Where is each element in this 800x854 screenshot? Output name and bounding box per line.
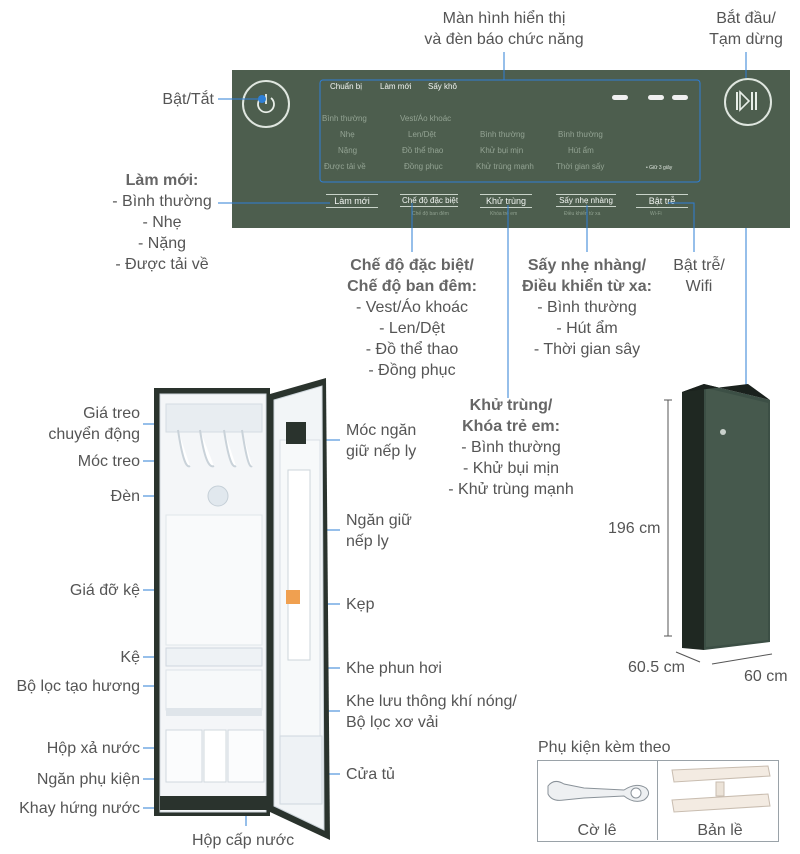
hinge-icon [671, 765, 771, 813]
panel-option: Khử trùng mạnh [476, 162, 534, 171]
accessories-divider [657, 760, 658, 840]
wrench-icon [547, 780, 650, 802]
panel-option: Đồ thể thao [402, 146, 444, 155]
wifi-callout: Bật trễ/Wifi [673, 257, 725, 295]
sanitize-callout: Khử trùng/ Khóa trẻ em: - Bình thường - … [448, 397, 574, 498]
panel-option: Nặng [338, 146, 358, 155]
power-label: Bật/Tắt [162, 91, 214, 108]
aroma-filter-label: Bộ lọc tạo hương [16, 678, 141, 695]
led-indicator [672, 95, 688, 100]
accessories-box [537, 760, 779, 842]
airflow-lint-filter-label: Khe lưu thông khí nóng/Bộ lọc xơ vải [346, 693, 517, 731]
depth-dimension: 60 cm [744, 668, 788, 685]
clip-label: Kẹp [346, 596, 375, 613]
height-dimension: 196 cm [608, 520, 661, 537]
light-label: Đèn [110, 488, 140, 505]
mode-dry: Sấy khô [428, 82, 457, 91]
start-pause-button[interactable] [724, 78, 772, 126]
led-indicator [648, 95, 664, 100]
play-pause-icon [736, 90, 757, 112]
panel-option: Đồng phục [404, 162, 443, 171]
delay-sub: Wi-Fi [650, 211, 662, 217]
panel-option: Nhẹ [340, 130, 355, 139]
shelf-label: Kệ [120, 649, 140, 666]
panel-option: Được tải về [324, 162, 366, 171]
led-indicator [612, 95, 628, 100]
hanger-label: Móc treo [77, 453, 140, 470]
power-button[interactable] [242, 80, 290, 128]
drip-tray-label: Khay hứng nước [19, 800, 140, 817]
refresh-button[interactable]: Làm mới [326, 194, 378, 208]
control-panel: Chuẩn bị Làm mới Sấy khô Bình thường Nhẹ… [232, 70, 790, 228]
water-supply-box-label: Hộp cấp nước [192, 832, 295, 849]
panel-option: Vest/Áo khoác [400, 114, 452, 123]
hold-note: • Giữ 3 giây [646, 165, 673, 171]
special-mode-sub: Chế độ ban đêm [412, 211, 449, 217]
gentle-dry-sub: Điều khiển từ xa [564, 211, 601, 217]
delay-button[interactable]: Bật trễ [636, 194, 688, 208]
refresh-callout: Làm mới: - Bình thường - Nhẹ - Nặng - Đư… [112, 172, 212, 273]
panel-option: Bình thường [480, 130, 525, 139]
wrench-label: Cờ lê [577, 822, 617, 839]
panel-option: Hút ẩm [568, 146, 594, 155]
cabinet-door-label: Cửa tủ [346, 766, 395, 783]
gentle-dry-button[interactable]: Sấy nhẹ nhàng [556, 194, 616, 207]
accessory-drawer-label: Ngăn phụ kiện [36, 771, 140, 788]
start-pause-label: Bắt đầu/Tạm dừng [709, 10, 783, 48]
mode-refresh: Làm mới [380, 82, 412, 91]
panel-option: Thời gian sấy [556, 162, 605, 171]
mode-prepare: Chuẩn bị [330, 82, 363, 91]
width-dimension: 60.5 cm [628, 659, 685, 676]
hinge-label: Bản lề [697, 822, 743, 839]
sanitize-button[interactable]: Khử trùng [480, 194, 532, 208]
sanitize-sub: Khóa trẻ em [490, 211, 518, 217]
gentle-dry-callout: Sấy nhẹ nhàng/ Điều khiển từ xa: - Bình … [522, 257, 652, 358]
accessories-title: Phụ kiện kèm theo [538, 739, 671, 756]
panel-option: Khử bụi mịn [480, 146, 524, 155]
special-mode-callout: Chế độ đặc biệt/ Chế độ ban đêm: - Vest/… [347, 257, 477, 379]
panel-option: Len/Dệt [408, 130, 437, 139]
panel-option: Bình thường [558, 130, 603, 139]
panel-option: Bình thường [322, 114, 367, 123]
special-mode-button[interactable]: Chế độ đặc biệt [400, 194, 459, 207]
shelf-holder-label: Giá đỡ kệ [69, 582, 140, 599]
steam-vent-label: Khe phun hơi [346, 660, 442, 677]
drain-box-label: Hộp xả nước [46, 740, 140, 757]
